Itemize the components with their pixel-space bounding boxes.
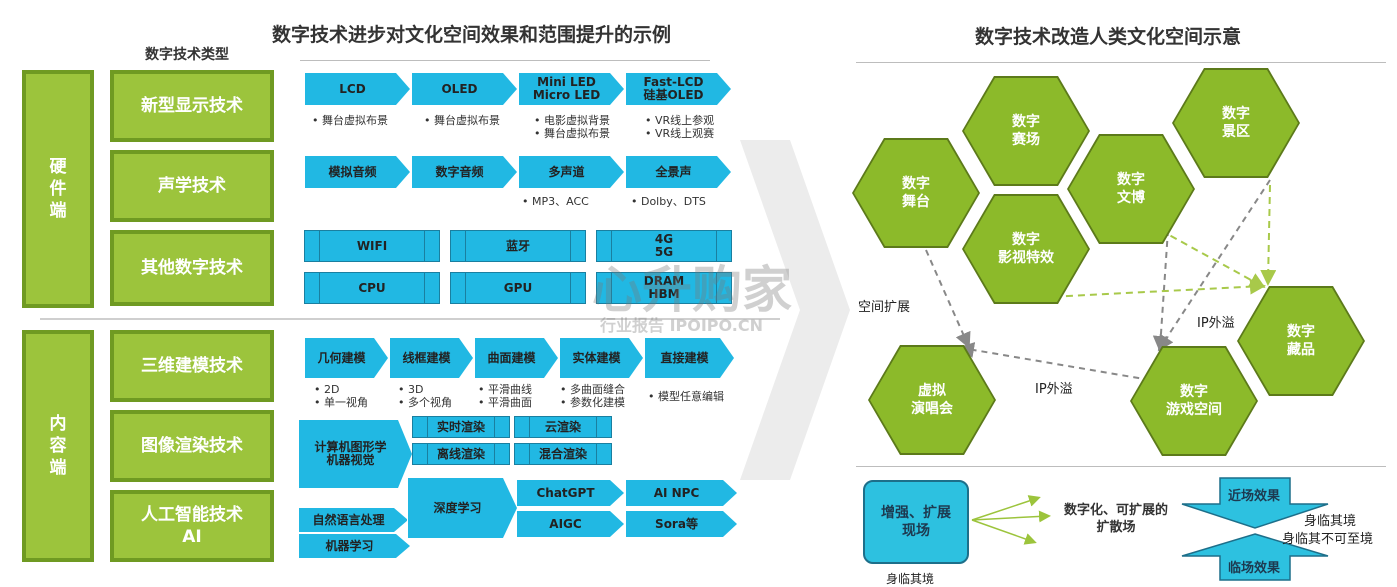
tech-card-other: 其他数字技术 bbox=[110, 230, 274, 306]
tech-label: 三维建模技术 bbox=[141, 356, 243, 376]
tech-box: 离线渲染 bbox=[412, 443, 510, 465]
hexagon-node: 数字 藏品 bbox=[1237, 286, 1365, 396]
process-arrow: 计算机图形学 机器视觉 bbox=[298, 420, 412, 488]
edge-label: IP外溢 bbox=[1035, 382, 1073, 397]
process-arrow: 实体建模 bbox=[559, 338, 643, 378]
tech-card-3d: 三维建模技术 bbox=[110, 330, 274, 402]
hardware-side-card: 硬 件 端 bbox=[22, 70, 94, 308]
arrow-note: • 电影虚拟背景 • 舞台虚拟布景 bbox=[534, 114, 610, 140]
tech-box: CPU bbox=[304, 272, 440, 304]
arrow-note: • 2D • 单一视角 bbox=[314, 383, 368, 409]
arrow-note: • 多曲面缝合 • 参数化建模 bbox=[560, 383, 625, 409]
section-divider bbox=[40, 318, 780, 320]
title-rule bbox=[300, 60, 710, 61]
arrow-note: • 模型任意编辑 bbox=[648, 390, 724, 403]
hexagon-label: 虚拟 演唱会 bbox=[870, 347, 994, 453]
content-side-label: 内 容 端 bbox=[49, 414, 67, 478]
right-title-rule bbox=[856, 62, 1386, 63]
edge-label: 空间扩展 bbox=[858, 300, 911, 315]
hexagon-node: 数字 景区 bbox=[1172, 68, 1300, 178]
spread-arrows-icon bbox=[971, 495, 1051, 545]
process-arrow: 深度学习 bbox=[407, 478, 517, 538]
tech-box: WIFI bbox=[304, 230, 440, 262]
tech-card-ai: 人工智能技术 AI bbox=[110, 490, 274, 562]
process-arrow: OLED bbox=[411, 73, 517, 105]
arrow-note: • 3D • 多个视角 bbox=[398, 383, 452, 409]
tech-label: 人工智能技术 AI bbox=[141, 505, 243, 547]
arrow-note: • 平滑曲线 • 平滑曲面 bbox=[478, 383, 532, 409]
legend-rule bbox=[856, 466, 1386, 467]
far-effect-label: 临场效果 bbox=[1228, 561, 1281, 576]
legend-note: 身临其不可至境 bbox=[1282, 532, 1374, 547]
process-arrow: 多声道 bbox=[518, 156, 624, 188]
arrow-note: • Dolby、DTS bbox=[631, 195, 706, 208]
arrow-note: • MP3、ACC bbox=[522, 195, 589, 208]
tech-box: 混合渲染 bbox=[514, 443, 612, 465]
arrow-note: • VR线上参观 • VR线上观赛 bbox=[645, 114, 715, 140]
process-arrow: 全景声 bbox=[625, 156, 731, 188]
tech-card-render: 图像渲染技术 bbox=[110, 410, 274, 482]
watermark-sub: 行业报告 IPOIPO.CN bbox=[600, 316, 763, 335]
tech-label: 其他数字技术 bbox=[141, 258, 243, 278]
right-title: 数字技术改造人类文化空间示意 bbox=[975, 26, 1242, 48]
legend-box-caption: 身临其境 bbox=[886, 572, 935, 586]
tech-box: DRAM HBM bbox=[596, 272, 732, 304]
connector-lines bbox=[925, 179, 1277, 381]
process-arrow: ChatGPT bbox=[516, 480, 624, 506]
process-arrow: 直接建模 bbox=[644, 338, 734, 378]
hexagon-label: 数字 舞台 bbox=[854, 140, 978, 246]
chevron-arrow-icon bbox=[740, 140, 850, 480]
process-arrow: Sora等 bbox=[625, 511, 737, 537]
process-arrow: 模拟音频 bbox=[304, 156, 410, 188]
tech-box: 实时渲染 bbox=[412, 416, 510, 438]
process-arrow: 机器学习 bbox=[298, 534, 410, 558]
tech-box: GPU bbox=[450, 272, 586, 304]
process-arrow: AIGC bbox=[516, 511, 624, 537]
legend-box: 增强、扩展 现场 bbox=[863, 480, 969, 564]
tech-box: 蓝牙 bbox=[450, 230, 586, 262]
tech-card-acoustic: 声学技术 bbox=[110, 150, 274, 222]
process-arrow: 几何建模 bbox=[304, 338, 388, 378]
process-arrow: 数字音频 bbox=[411, 156, 517, 188]
process-arrow: AI NPC bbox=[625, 480, 737, 506]
tech-box: 云渲染 bbox=[514, 416, 612, 438]
content-side-card: 内 容 端 bbox=[22, 330, 94, 562]
process-arrow: LCD bbox=[304, 73, 410, 105]
process-arrow: 线框建模 bbox=[389, 338, 473, 378]
hardware-side-label: 硬 件 端 bbox=[49, 157, 67, 221]
column-header: 数字技术类型 bbox=[145, 47, 229, 63]
near-far-arrows bbox=[1181, 477, 1329, 581]
hexagon-node: 数字 游戏空间 bbox=[1130, 346, 1258, 456]
hexagon-node: 数字 文博 bbox=[1067, 134, 1195, 244]
left-title: 数字技术进步对文化空间效果和范围提升的示例 bbox=[272, 24, 672, 46]
tech-label: 声学技术 bbox=[158, 176, 226, 196]
edge-label: IP外溢 bbox=[1197, 316, 1235, 331]
process-arrow: Fast-LCD 硅基OLED bbox=[625, 73, 731, 105]
tech-card-display: 新型显示技术 bbox=[110, 70, 274, 142]
process-arrow: 曲面建模 bbox=[474, 338, 558, 378]
legend-note: 身临其境 bbox=[1304, 514, 1357, 529]
arrow-note: • 舞台虚拟布景 bbox=[312, 114, 388, 127]
tech-label: 图像渲染技术 bbox=[141, 436, 243, 456]
legend-middle-label: 数字化、可扩展的 扩散场 bbox=[1064, 503, 1169, 535]
arrow-note: • 舞台虚拟布景 bbox=[424, 114, 500, 127]
process-arrow: 自然语言处理 bbox=[298, 508, 408, 532]
tech-label: 新型显示技术 bbox=[141, 96, 243, 116]
process-arrow: Mini LED Micro LED bbox=[518, 73, 624, 105]
tech-box: 4G 5G bbox=[596, 230, 732, 262]
near-effect-label: 近场效果 bbox=[1228, 489, 1281, 504]
